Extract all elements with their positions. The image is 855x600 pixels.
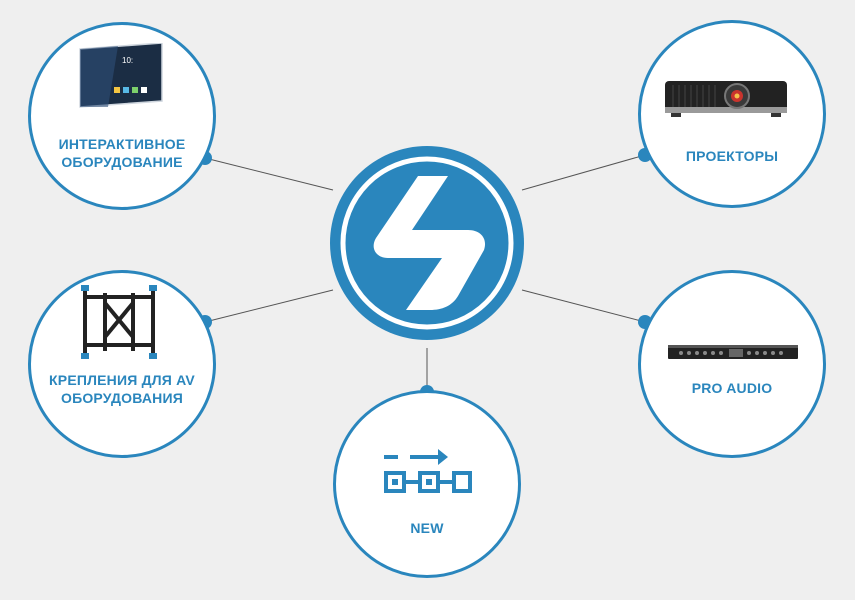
category-mounts-label: КРЕПЛЕНИЯ ДЛЯ AV ОБОРУДОВАНИЯ [49, 372, 195, 406]
category-projectors-label: ПРОЕКТОРЫ [685, 148, 779, 164]
connector-mounts [204, 289, 334, 323]
new-flow-icon [382, 445, 474, 500]
interactive-display-icon: 10: [78, 42, 164, 116]
projector-icon [663, 77, 791, 126]
category-projectors[interactable]: ПРОЕКТОРЫ [638, 20, 826, 208]
category-interactive[interactable]: 10: ИНТЕРАКТИВНОЕ ОБОРУДОВАНИЕ [28, 22, 216, 210]
brand-logo-icon [340, 156, 514, 330]
connector-projectors [521, 154, 646, 191]
center-logo [330, 146, 524, 340]
connector-interactive [204, 157, 334, 191]
audio-rack-icon [667, 341, 799, 368]
category-interactive-label: ИНТЕРАКТИВНОЕ ОБОРУДОВАНИЕ [58, 136, 186, 170]
category-new-label: NEW [410, 520, 444, 536]
category-pro-audio-label: PRO AUDIO [691, 380, 773, 396]
svg-text:10:: 10: [122, 56, 133, 65]
category-mounts[interactable]: КРЕПЛЕНИЯ ДЛЯ AV ОБОРУДОВАНИЯ [28, 270, 216, 458]
av-mount-icon [79, 279, 159, 366]
category-pro-audio[interactable]: PRO AUDIO [638, 270, 826, 458]
connector-pro-audio [521, 289, 646, 323]
category-new[interactable]: NEW [333, 390, 521, 578]
